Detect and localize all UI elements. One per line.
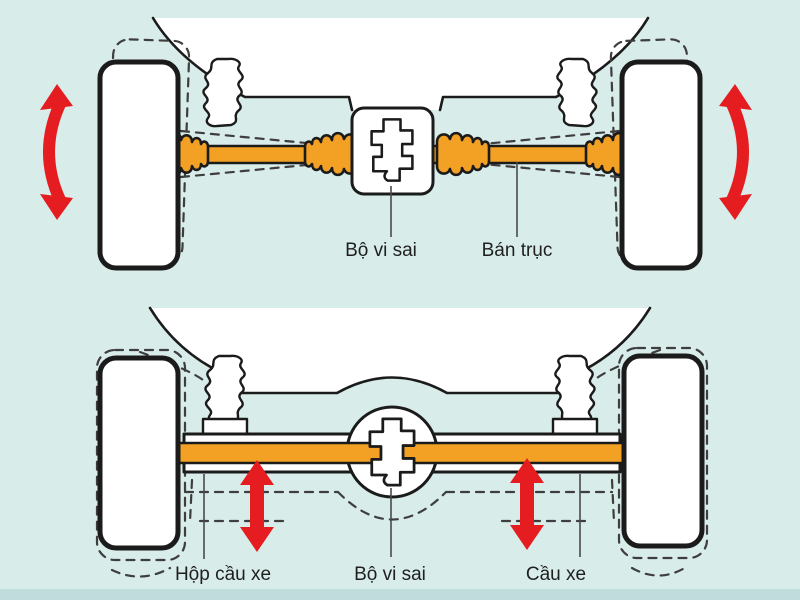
right-wheel-ground-dash xyxy=(630,564,690,577)
label-axle-housing: Hộp cầu xe xyxy=(175,564,271,585)
car-body-silhouette xyxy=(150,308,650,393)
cv-boot-inner-left xyxy=(303,131,359,177)
right-wheel xyxy=(621,353,705,549)
label-differential-bottom: Bộ vi sai xyxy=(354,564,426,585)
car-body-outline xyxy=(151,16,650,112)
left-axle-motion-arrow-icon xyxy=(240,460,274,552)
left-spring-seat xyxy=(201,417,249,436)
label-half-shaft: Bán trục xyxy=(482,240,553,261)
label-differential-top: Bộ vi sai xyxy=(345,240,417,261)
footer-strip xyxy=(0,589,800,600)
top-diagram-independent-suspension: Bộ vi sai Bán trục xyxy=(40,16,752,271)
right-wheel xyxy=(619,59,703,271)
left-wheel-ground-dash xyxy=(110,566,172,578)
cv-boot-inner-right xyxy=(435,131,491,177)
left-wheel-motion-arrow-icon xyxy=(40,84,73,220)
left-wheel xyxy=(97,355,181,551)
bottom-diagram-solid-axle: Hộp cầu xe Bộ vi sai Cầu xe xyxy=(95,306,709,585)
body-edge-dashes xyxy=(138,348,662,382)
right-spring-seat xyxy=(551,417,599,436)
right-wheel-motion-arrow-icon xyxy=(719,84,752,220)
car-body-outline xyxy=(148,306,652,395)
car-body-silhouette xyxy=(153,18,648,110)
label-axle: Cầu xe xyxy=(526,564,586,585)
left-wheel xyxy=(97,59,181,271)
